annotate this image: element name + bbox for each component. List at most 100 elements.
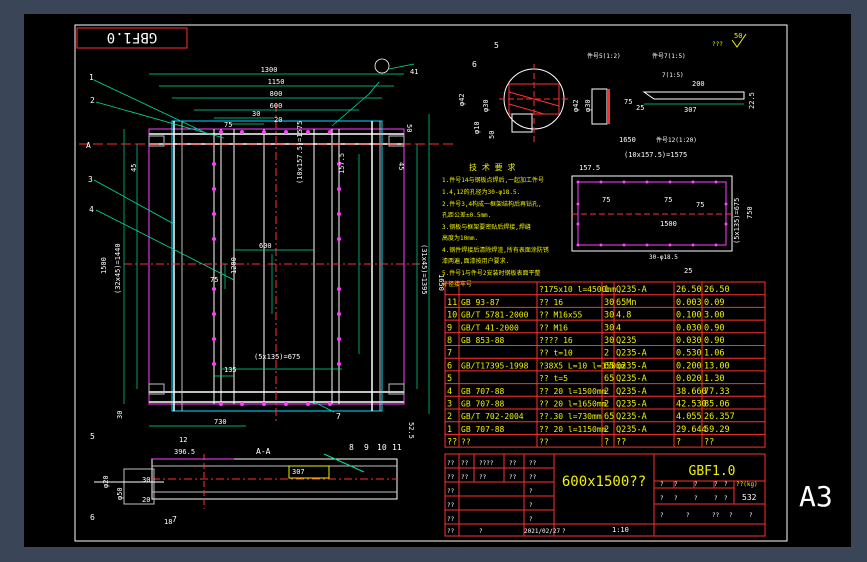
bom-cell-no: 3 [447,400,452,410]
bom-cell-code: GB 93-87 [461,298,500,307]
d3-307: 307 [684,106,697,114]
note-line: 4.钢件焊接后清除焊渣,所有表面涂防锈 [442,246,549,254]
bom-cell-material: ?? [616,438,626,448]
aa-12: 12 [179,436,187,444]
dim-50-right: 50 [405,124,413,132]
sheet-size: A3 [799,480,833,513]
bom-cell-name: ???? 16 [539,336,573,345]
section-aa-label: A-A [256,447,271,456]
d2-phi30: φ30 [584,99,592,112]
d3-225: 22.5 [748,92,756,109]
dim-1200: 1200 [230,257,238,274]
bom-cell-material: Q235 [616,336,636,346]
d4-1575: (10x157.5)=1575 [624,151,687,159]
title-cell: ? [729,512,733,519]
dim-135: 135 [224,366,237,374]
bom-cell-name: ?? t=10 [539,349,573,358]
title-cell: 2021/02/27 [524,528,561,535]
dim-1575b: 157.5 [338,153,346,174]
bom-cell-total: 0.90 [704,336,724,346]
bom-cell-unit: 0.100 [676,311,702,321]
dim-800: 800 [270,90,283,98]
bom-cell-name: ?? M16 [539,323,568,332]
bom-cell-material: Q235-A [616,361,647,371]
section-a-marker: A [86,141,91,150]
dim-1300: 1300 [261,66,278,74]
note-line: 2.件号3,4构成一框架结构后再钻孔, [442,200,542,208]
cad-drawing: GBF1.0 ??? 50 [74,24,833,542]
bom-cell-no: 1 [447,425,452,435]
title-cell: ? [724,481,728,488]
title-cell: ?? [461,474,469,481]
title-cell: ? [694,481,698,488]
title-cell: ? [694,495,698,502]
bom-cell-material: 65Mn [616,298,636,308]
aa-30: 30 [142,476,150,484]
roughness-label: ??? [712,41,723,48]
bom-cell-no: 6 [447,361,452,371]
bom-cell-qty: 2 [604,349,609,359]
frame-outline [171,120,383,412]
bom-cell-name: ??.30 l=730mm [539,412,602,421]
bom-cell-no: 8 [447,336,452,346]
dim-600: 600 [270,102,283,110]
dim-1500: 1500 [100,257,108,274]
bom-cell-unit: ? [676,438,681,448]
title-cell: ? [529,488,533,495]
bom-cell-unit: 42.530 [676,400,707,410]
dim-525: 52.5 [407,422,415,439]
callout-41: 41 [410,68,418,76]
note-line: 外径接牢号 [442,280,472,288]
d4-25: 25 [684,267,692,275]
bom-cell-material: Q235-A [616,285,647,295]
title-cell: ???? [479,460,494,467]
d4-75c: 75 [696,201,704,209]
aa-phi50: φ50 [116,487,124,500]
dim-1150: 1150 [268,78,285,86]
dim-45-left: 45 [130,164,138,172]
notes-heading: 技 术 要 求 [469,162,515,172]
bom-cell-code: GB 853-88 [461,336,505,345]
title-cell: ?? [447,528,455,535]
bom-cell-name: ?? t=5 [539,374,568,383]
aa-20: 20 [142,496,150,504]
title-cell: ? [674,495,678,502]
bom-cell-unit: 0.030 [676,336,702,346]
note-line: 1.件号14与钢板点焊后,一起加工件号 [442,176,544,184]
bom-cell-qty: 65 [604,361,614,371]
bom-cell-qty: 65 [604,374,614,384]
note-line: 漆两遍,面漆按用户要求. [442,257,509,265]
d4-75b: 75 [664,196,672,204]
d4-title: 件号12(1:20) [656,136,697,144]
title-cell: ?? [509,460,517,467]
d1-phi30: φ30 [482,99,490,112]
bom-cell-no: 5 [447,374,452,384]
section-aa-view [94,453,398,509]
dim-1440: (32x45)=1440 [114,243,122,294]
aa-leader-10: 10 [377,443,387,452]
leader-3: 3 [88,175,93,184]
bom-cell-code: GB/T17395-1998 [461,361,529,370]
d1-50: 50 [488,131,496,139]
bom-cell-unit: 38.660 [676,387,707,397]
title-cell: ? [714,495,718,502]
bom-cell-unit: 0.530 [676,349,702,359]
d4-30holes: 30-φ18.5 [649,254,678,261]
d3-200: 200 [692,80,705,88]
plan-view [79,73,454,427]
d4-750: 750 [746,206,754,219]
dim-75-mid: 75 [210,276,218,284]
bom-cell-unit: 26.50 [676,285,702,295]
bom-cell-qty: 2 [604,400,609,410]
title-cell: ? [724,495,728,502]
aa-leader-8: 8 [349,443,354,452]
aa-3965: 396.5 [174,448,195,456]
bom-cell-material: Q235-A [616,400,647,410]
dim-45-right: 45 [397,162,405,170]
title-block-cells: ??????????????????????????????????2021/0… [447,460,753,535]
d2-title: 件号5(1:2) [587,52,621,60]
dim-30: 30 [252,110,260,118]
bom-cell-unit: 0.200 [676,361,702,371]
code-box [76,27,188,49]
drawing-code: GBF1.0 [689,464,736,479]
